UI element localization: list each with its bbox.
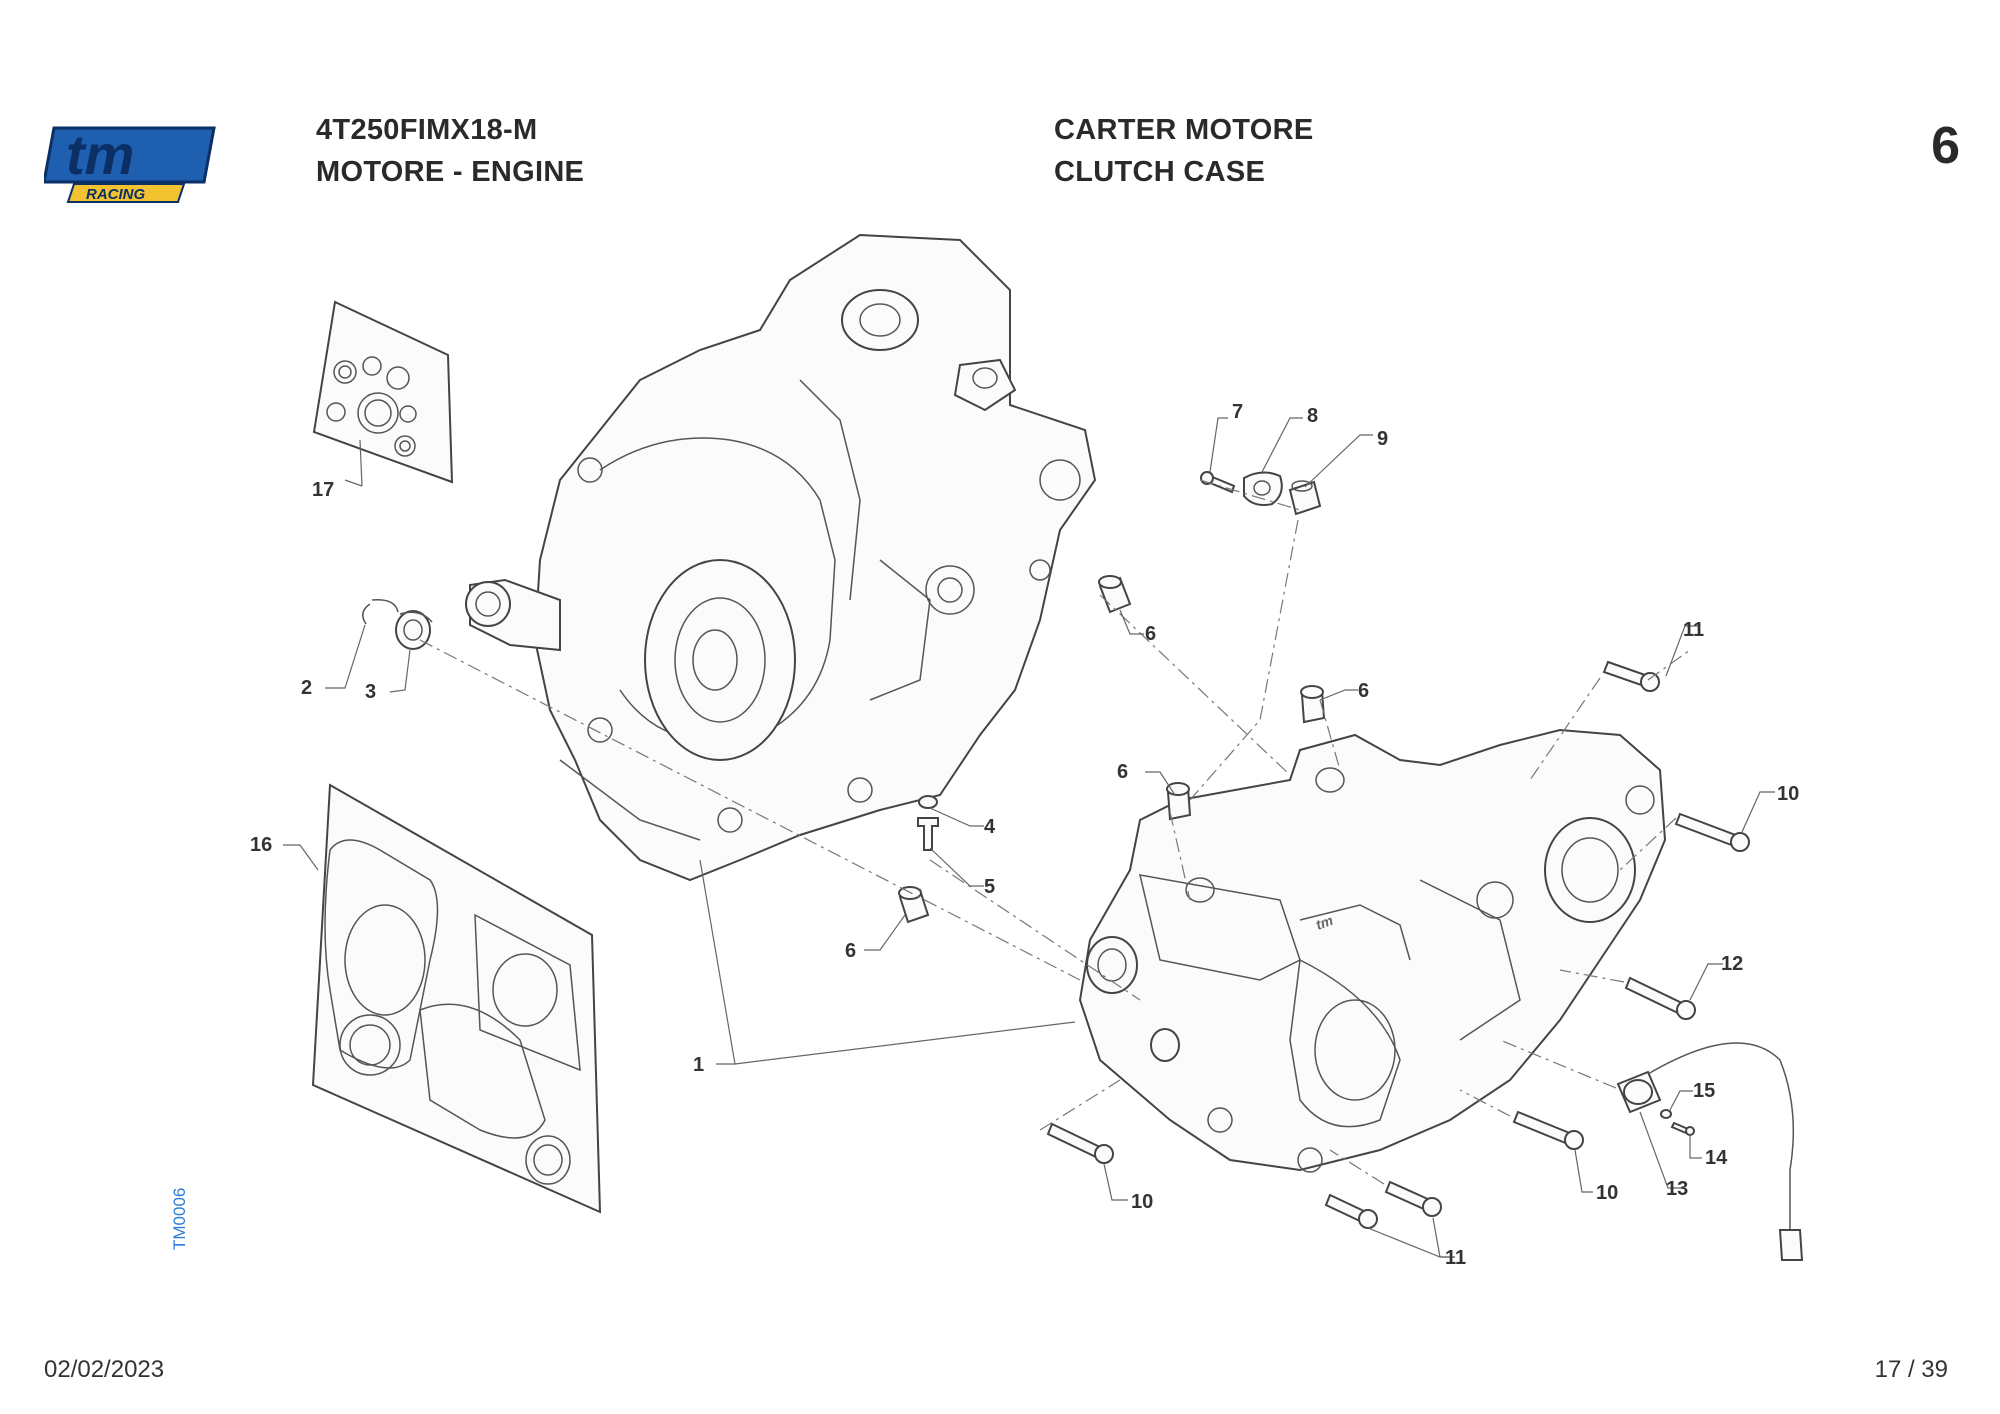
screw-10-right[interactable] bbox=[1674, 812, 1750, 852]
group-title-en: CLUTCH CASE bbox=[1054, 156, 1266, 188]
group-title-it: CARTER MOTORE bbox=[1054, 114, 1314, 146]
washer-4[interactable] bbox=[918, 795, 938, 809]
gasket-kit-card-16[interactable] bbox=[311, 783, 602, 1214]
table-number: 6 bbox=[1931, 117, 1960, 175]
logo-text: tm bbox=[66, 123, 134, 186]
screw-11-bottom-b[interactable] bbox=[1324, 1193, 1378, 1229]
callout-17: 17 bbox=[312, 479, 334, 501]
callout-12: 12 bbox=[1721, 953, 1743, 975]
callout-10-right: 10 bbox=[1777, 783, 1799, 805]
bushing-9[interactable] bbox=[1288, 480, 1322, 516]
screw-14[interactable] bbox=[1670, 1121, 1695, 1136]
callout-10-bottom: 10 bbox=[1596, 1182, 1618, 1204]
dowel-6-mid-left[interactable] bbox=[1166, 782, 1192, 821]
callout-4: 4 bbox=[984, 816, 996, 838]
screw-11-bottom-a[interactable] bbox=[1384, 1180, 1442, 1217]
callout-11-top: 11 bbox=[1683, 619, 1704, 641]
callout-8: 8 bbox=[1307, 405, 1318, 427]
callout-14: 14 bbox=[1705, 1147, 1728, 1169]
section-name: MOTORE - ENGINE bbox=[316, 156, 585, 188]
screw-11-top[interactable] bbox=[1602, 660, 1660, 692]
drawing-code: TM0006 bbox=[170, 1187, 189, 1250]
svg-text:tm: tm bbox=[1314, 912, 1336, 933]
washer-15[interactable] bbox=[1660, 1109, 1672, 1119]
callout-16: 16 bbox=[250, 834, 272, 856]
leader-lines bbox=[283, 417, 1775, 1258]
right-crankcase-half[interactable]: tm bbox=[1078, 728, 1667, 1173]
callout-10-left: 10 bbox=[1131, 1191, 1153, 1213]
callout-2: 2 bbox=[301, 677, 312, 699]
callout-15: 15 bbox=[1693, 1080, 1715, 1102]
callout-6-upper: 6 bbox=[1145, 623, 1156, 645]
callout-1: 1 bbox=[693, 1054, 704, 1076]
page-counter: 17 / 39 bbox=[1874, 1356, 1948, 1383]
callout-11-bottom: 11 bbox=[1445, 1247, 1466, 1269]
screw-10-bottom[interactable] bbox=[1512, 1110, 1584, 1150]
seal-kit-card-17[interactable] bbox=[312, 300, 454, 484]
sensor-13[interactable] bbox=[1616, 1042, 1804, 1261]
tm-racing-logo: tm RACING bbox=[42, 120, 224, 210]
left-crankcase-half[interactable] bbox=[465, 233, 1097, 882]
dowel-6-mid-right[interactable] bbox=[1300, 685, 1326, 724]
screw-12[interactable] bbox=[1624, 976, 1696, 1020]
callout-5: 5 bbox=[984, 876, 995, 898]
drain-plug-5[interactable] bbox=[917, 817, 939, 851]
plate-8[interactable] bbox=[1243, 471, 1283, 506]
callout-6-left: 6 bbox=[1117, 761, 1128, 783]
dowel-6-upper[interactable] bbox=[1098, 575, 1132, 614]
callout-6-lower: 6 bbox=[845, 940, 856, 962]
callout-7: 7 bbox=[1232, 401, 1243, 423]
model-code: 4T250FIMX18-M bbox=[316, 114, 538, 146]
callout-13: 13 bbox=[1666, 1178, 1688, 1200]
bearing-3[interactable] bbox=[395, 610, 433, 650]
print-date: 02/02/2023 bbox=[44, 1356, 165, 1383]
circlip-2[interactable] bbox=[362, 599, 399, 625]
callout-3: 3 bbox=[365, 681, 376, 703]
screw-10-left[interactable] bbox=[1046, 1122, 1114, 1164]
logo-subtext: RACING bbox=[86, 186, 145, 203]
callout-6-right: 6 bbox=[1358, 680, 1369, 702]
callout-9: 9 bbox=[1377, 428, 1388, 450]
assembly-axes bbox=[419, 479, 1691, 1185]
